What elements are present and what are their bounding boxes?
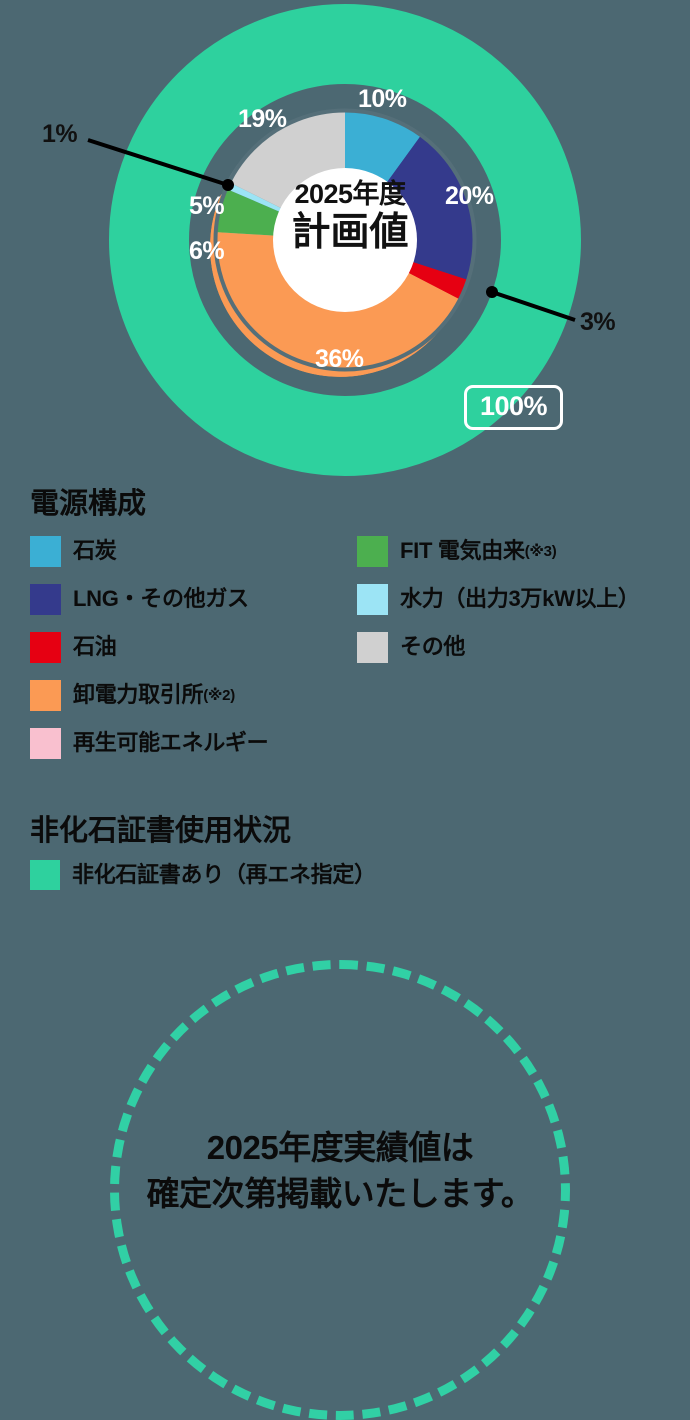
legend-label-nonfossil: 非化石証書あり（再エネ指定）	[72, 861, 376, 887]
donut-chart-svg	[87, 4, 581, 476]
legend-swatch-hydro	[357, 583, 388, 615]
legend-swatch-oil	[30, 631, 61, 663]
legend-label-fit-text: FIT 電気由来	[400, 538, 525, 564]
legend-swatch-renewable	[30, 727, 61, 759]
legend-swatch-wholesale	[30, 679, 61, 711]
legend-renewable[interactable]: 再生可能エネルギー	[30, 719, 360, 767]
legend-section-title-nonfossil: 非化石証書使用状況	[30, 815, 292, 848]
legend-swatch-nonfossil	[30, 859, 60, 890]
legend-label-oil: 石油	[73, 634, 117, 660]
legend-swatch-coal	[30, 535, 61, 567]
legend-label-wholesale: 卸電力取引所(※2)	[73, 684, 235, 706]
legend-wholesale[interactable]: 卸電力取引所(※2)	[30, 671, 360, 719]
legend-hydro[interactable]: 水力（出力3万kW以上）	[357, 575, 690, 623]
legend-label-wholesale-sup: (※2)	[203, 687, 235, 705]
legend-column-left: 石炭 LNG・その他ガス 石油 卸電力取引所(※2) 再生可能エネルギー	[30, 527, 360, 767]
legend: 電源構成 石炭 LNG・その他ガス 石油 卸電力取引所(※2) 再生可能エ	[0, 488, 690, 895]
legend-nonfossil[interactable]: 非化石証書あり（再エネ指定）	[30, 855, 690, 895]
note-line-2: 確定次第掲載いたします。	[146, 1174, 534, 1212]
dashed-circle-border	[110, 960, 570, 1420]
legend-column-right: FIT 電気由来(※3) 水力（出力3万kW以上） その他	[357, 527, 690, 671]
legend-label-wholesale-text: 卸電力取引所	[73, 682, 204, 708]
legend-label-other: その他	[400, 634, 466, 660]
legend-fit[interactable]: FIT 電気由来(※3)	[357, 527, 690, 575]
legend-label-fit: FIT 電気由来(※3)	[400, 538, 557, 564]
legend-swatch-other	[357, 631, 388, 663]
legend-section-title-power-mix: 電源構成	[30, 488, 147, 520]
hydro-callout: 1%	[42, 120, 78, 148]
outer-ring-100	[109, 4, 581, 476]
note-text: 2025年度実績値は 確定次第掲載いたします。	[110, 1125, 570, 1216]
legend-label-renewable: 再生可能エネルギー	[73, 730, 269, 756]
legend-lng[interactable]: LNG・その他ガス	[30, 575, 360, 623]
legend-oil[interactable]: 石油	[30, 623, 360, 671]
oil-callout: 3%	[580, 308, 616, 336]
legend-other[interactable]: その他	[357, 623, 690, 671]
legend-swatch-lng	[30, 583, 61, 615]
pending-result-note: 2025年度実績値は 確定次第掲載いたします。	[0, 955, 690, 1420]
legend-columns: 石炭 LNG・その他ガス 石油 卸電力取引所(※2) 再生可能エネルギー	[0, 527, 690, 779]
legend-label-fit-sup: (※3)	[524, 543, 557, 561]
center-hole	[273, 168, 417, 312]
donut-chart: 2025年度 計画値 10% 20% 36% 6% 5% 19% 1% 3% 1…	[0, 0, 690, 480]
callout-lines	[87, 138, 576, 322]
legend-label-hydro: 水力（出力3万kW以上）	[400, 586, 640, 612]
note-line-1: 2025年度実績値は	[206, 1129, 474, 1166]
legend-label-coal: 石炭	[73, 538, 117, 564]
legend-label-lng: LNG・その他ガス	[73, 586, 249, 612]
legend-coal[interactable]: 石炭	[30, 527, 360, 575]
pie-outline	[213, 108, 477, 372]
legend-swatch-fit	[357, 535, 388, 567]
outer-ring-badge: 100%	[464, 385, 564, 430]
